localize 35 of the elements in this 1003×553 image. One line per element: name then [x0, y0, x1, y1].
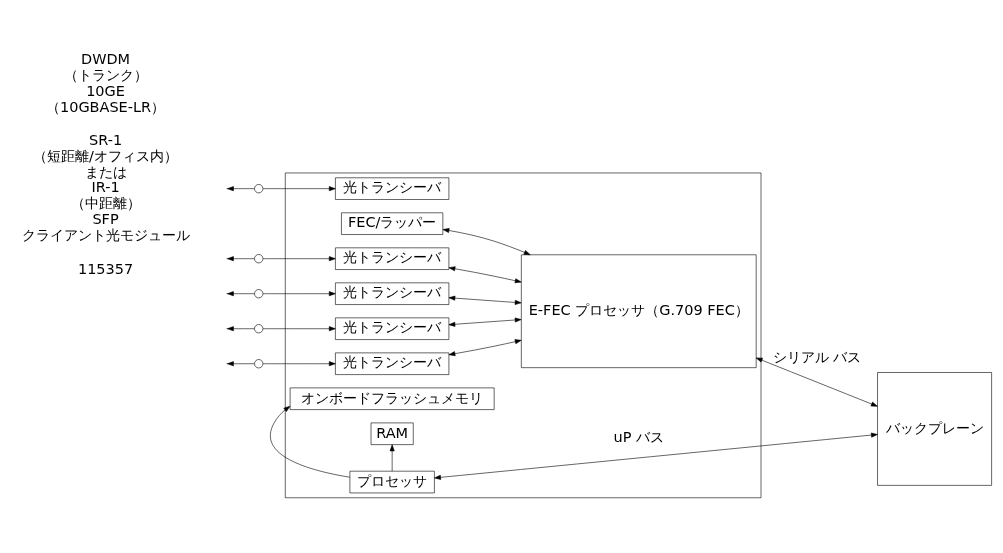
edge-label: シリアル バス	[772, 349, 862, 366]
node-box: オンボードフラッシュメモリ	[289, 387, 495, 410]
label: SR-1（短距離/オフィス内）または IR-1（中距離）SFP クライアント光モジュール	[21, 132, 190, 243]
node-circle	[254, 324, 264, 334]
node-circle	[254, 359, 264, 369]
node-box: 光トランシーバ	[335, 282, 450, 305]
arrow	[442, 228, 531, 256]
node-box: FEC/ラッパー	[341, 212, 444, 235]
arrow	[262, 291, 336, 297]
arrow	[434, 432, 878, 480]
edge-label: uP バス	[613, 428, 665, 445]
node-box: 光トランシーバ	[335, 247, 450, 270]
node-box: 光トランシーバ	[335, 177, 450, 200]
node-circle	[254, 289, 264, 299]
arrow	[448, 317, 522, 327]
node-box: E-FEC プロセッサ（G.709 FEC）	[521, 254, 757, 368]
arrow	[448, 339, 522, 357]
arrow	[270, 405, 351, 478]
node-box: 光トランシーバ	[335, 352, 450, 375]
node-circle	[254, 254, 264, 264]
arrow	[262, 326, 336, 332]
node-box: バックプレーン	[877, 372, 992, 486]
label: 115357	[77, 260, 134, 277]
node-box: プロセッサ	[349, 470, 435, 494]
arrow	[262, 186, 336, 192]
arrow	[755, 357, 878, 407]
arrow	[262, 256, 336, 262]
arrow	[448, 295, 522, 305]
node-box: 光トランシーバ	[335, 317, 450, 340]
node-box: RAM	[370, 422, 414, 445]
arrow	[389, 444, 395, 472]
label: DWDM（トランク）10GE（10GBASE-LR）	[46, 51, 166, 115]
arrow	[262, 361, 336, 367]
arrow	[448, 266, 522, 284]
node-circle	[254, 184, 264, 194]
